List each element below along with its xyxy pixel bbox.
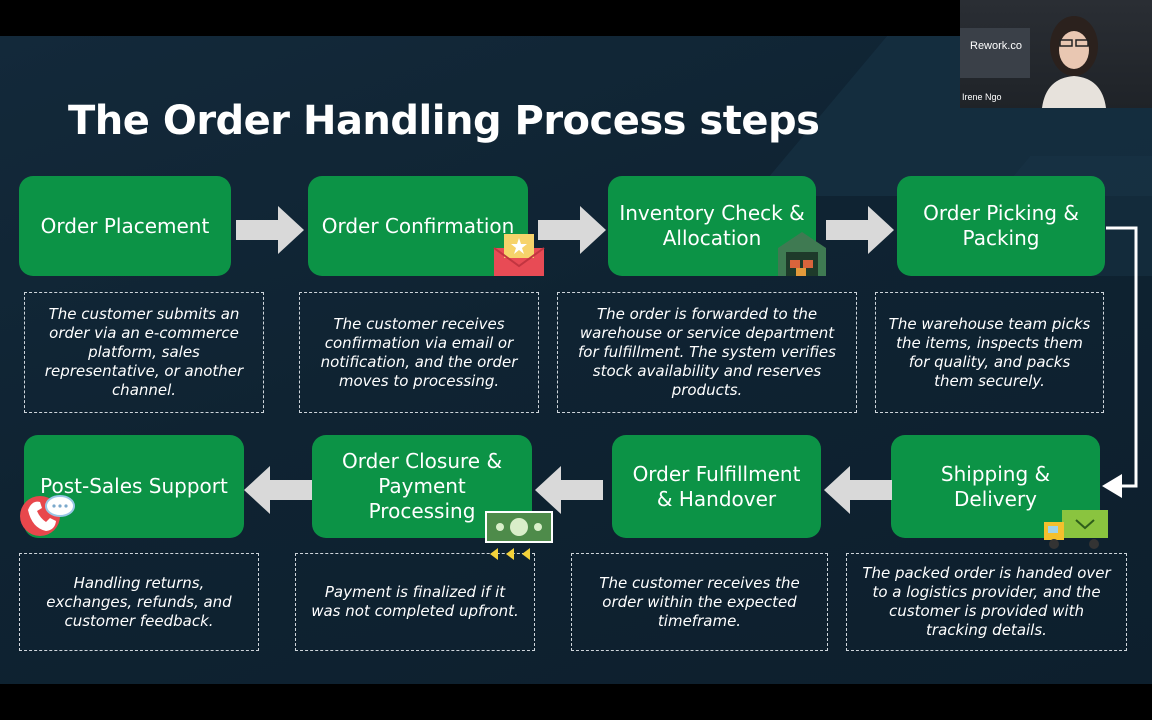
participant-avatar — [1042, 16, 1106, 108]
warehouse-icon — [778, 232, 826, 276]
step-description: Payment is finalized if it was not compl… — [295, 553, 535, 651]
step-description: The order is forwarded to the warehouse … — [557, 292, 857, 413]
step-order-picking-packing: Order Picking & Packing — [897, 176, 1105, 276]
arrow-left-icon — [535, 466, 603, 514]
cash-icon — [485, 511, 553, 560]
step-order-closure-payment: Order Closure & Payment Processing — [312, 435, 532, 538]
arrow-left-icon — [244, 466, 312, 514]
delivery-truck-icon — [1044, 510, 1108, 549]
arrow-left-icon — [824, 466, 892, 514]
arrow-right-icon — [236, 206, 304, 254]
arrow-right-icon — [826, 206, 894, 254]
slide-title: The Order Handling Process steps — [68, 98, 820, 144]
step-description: The packed order is handed over to a log… — [846, 553, 1127, 651]
step-description: The customer receives confirmation via e… — [299, 292, 539, 413]
step-order-fulfillment: Order Fulfillment & Handover — [612, 435, 821, 538]
step-description: The customer receives the order within t… — [571, 553, 828, 651]
background-screen — [960, 28, 1030, 78]
envelope-star-icon — [493, 234, 545, 276]
arrow-right-icon — [538, 206, 606, 254]
step-order-confirmation: Order Confirmation — [308, 176, 528, 276]
company-logo-text: Rework.co — [970, 40, 1022, 52]
presentation-slide: The Order Handling Process steps Order P… — [0, 36, 1152, 684]
participant-name: Irene Ngo — [962, 92, 1002, 102]
connector-down-arrow-icon — [1102, 226, 1138, 498]
step-description: The customer submits an order via an e-c… — [24, 292, 264, 413]
step-shipping-delivery: Shipping & Delivery — [891, 435, 1100, 538]
webcam-video-tile: Rework.co Irene Ngo — [960, 0, 1152, 108]
support-phone-icon — [20, 495, 75, 536]
step-order-placement: Order Placement — [19, 176, 231, 276]
step-post-sales-support: Post-Sales Support — [24, 435, 244, 538]
step-description: The warehouse team picks the items, insp… — [875, 292, 1104, 413]
step-description: Handling returns, exchanges, refunds, an… — [19, 553, 259, 651]
